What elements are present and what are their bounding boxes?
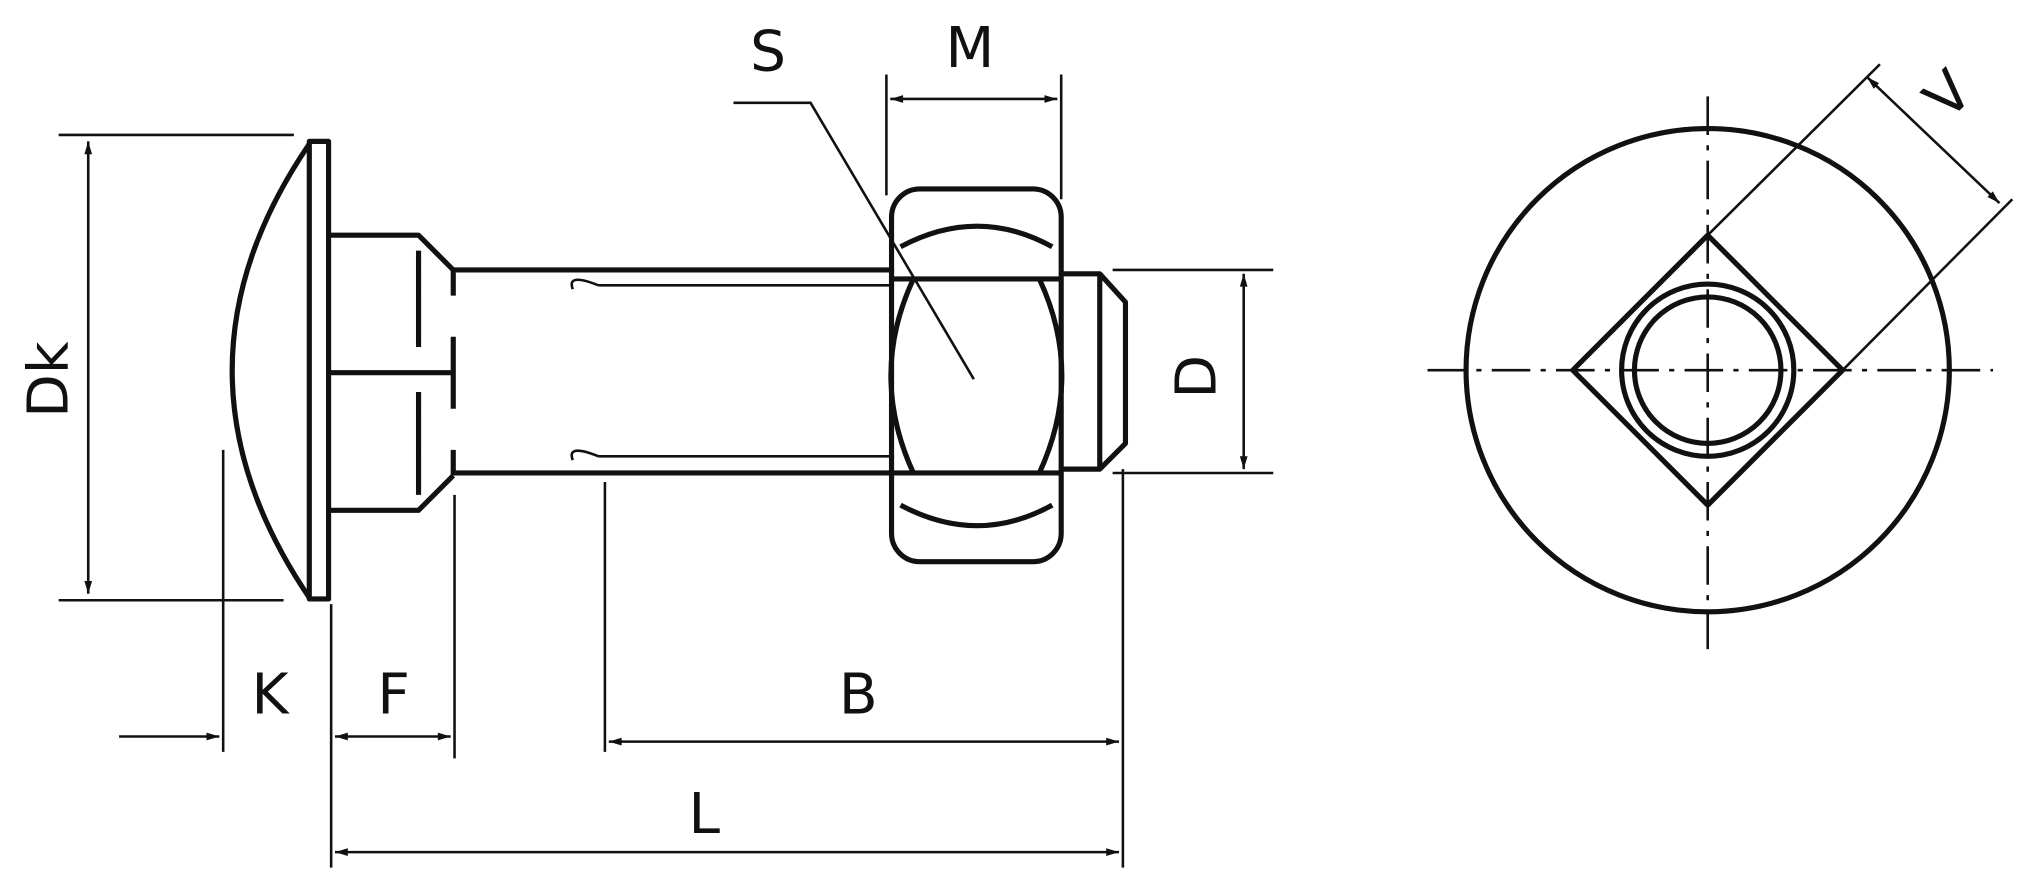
label-b: B <box>839 662 878 727</box>
label-dk: Dk <box>17 341 82 418</box>
thread-lines <box>570 278 895 461</box>
side-view <box>229 138 1129 602</box>
label-m: M <box>946 16 995 81</box>
bolt-end <box>1061 271 1129 472</box>
neck-lines <box>415 250 456 495</box>
centerlines <box>1427 96 1994 650</box>
square-neck <box>328 232 456 513</box>
label-f: F <box>377 662 410 727</box>
top-view: V <box>1427 58 2014 650</box>
shank <box>453 267 895 476</box>
bolt-head-dome <box>229 142 312 600</box>
hex-nut <box>888 186 1065 565</box>
bolt-head-plate <box>306 138 332 602</box>
label-k: K <box>251 662 290 727</box>
label-v: V <box>1912 58 1986 132</box>
label-s: S <box>750 20 786 85</box>
label-l: L <box>688 782 720 847</box>
dimensions: Dk K F B L D M S <box>17 16 1274 868</box>
label-d: D <box>1164 355 1229 399</box>
